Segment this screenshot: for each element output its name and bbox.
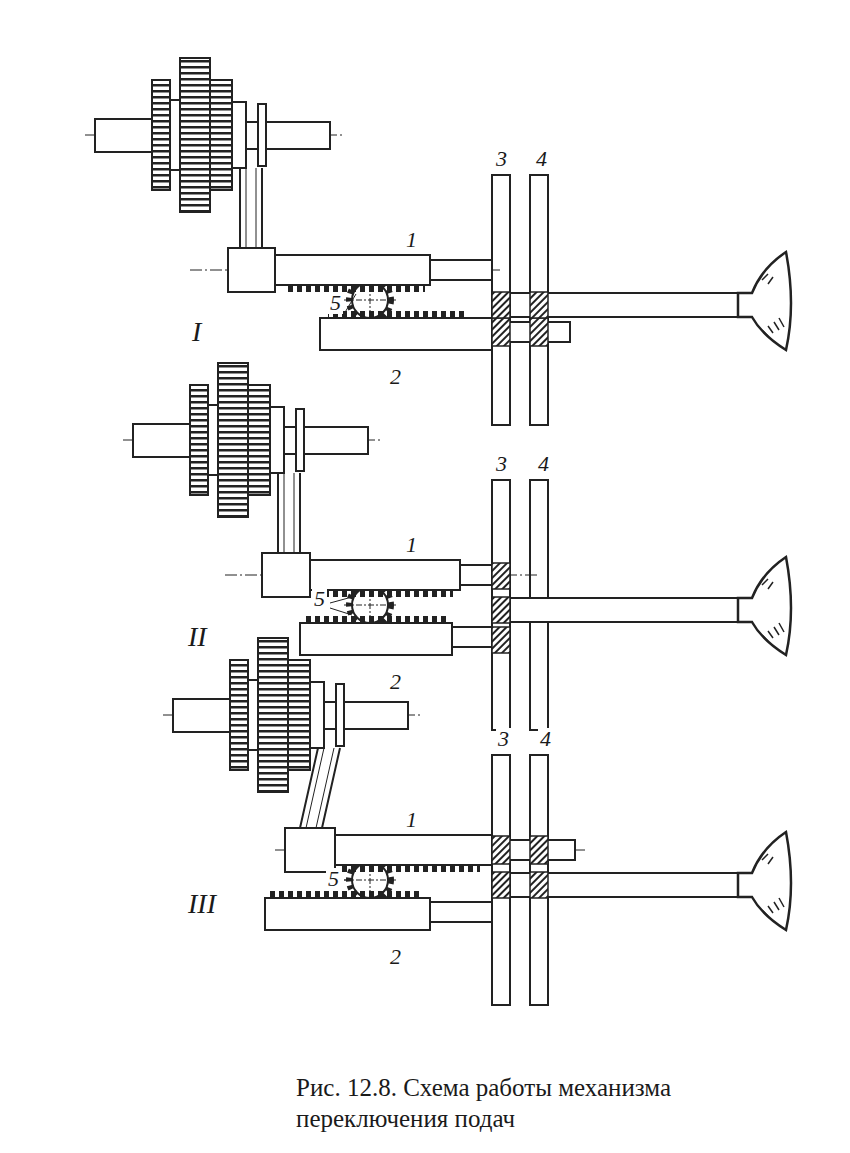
callout-number: 1 (404, 809, 419, 831)
callout-number: 2 (388, 366, 403, 388)
callout-number: 5 (328, 292, 343, 314)
panel-numeral: II (186, 623, 209, 651)
callout-number: 5 (326, 868, 341, 890)
callout-number: 3 (494, 453, 509, 475)
panel-numeral: I (190, 318, 203, 346)
figure-caption: Рис. 12.8. Схема работы механизма перекл… (296, 1072, 816, 1134)
callout-number: 4 (536, 453, 551, 475)
callout-number: 3 (494, 148, 509, 170)
callout-number: 4 (534, 148, 549, 170)
callout-number: 5 (312, 588, 327, 610)
callout-number: 2 (388, 946, 403, 968)
callout-number: 1 (404, 534, 419, 556)
callout-number: 2 (388, 671, 403, 693)
callout-number: 4 (538, 728, 553, 750)
callout-number: 3 (496, 728, 511, 750)
callout-number: 1 (404, 229, 419, 251)
panel-numeral: III (186, 890, 218, 918)
